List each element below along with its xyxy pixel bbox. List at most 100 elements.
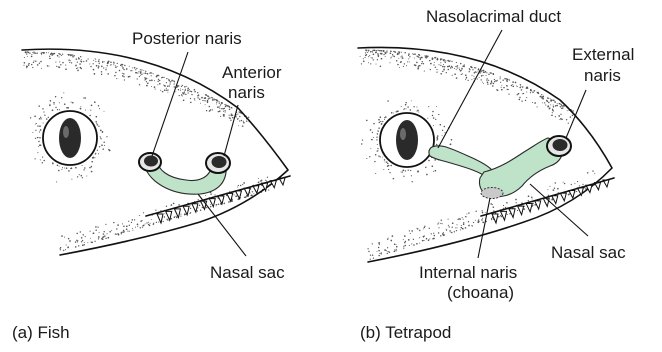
stipple-dot xyxy=(369,156,370,157)
stipple-dot xyxy=(162,91,164,93)
stipple-dot xyxy=(571,184,572,185)
stipple-dot xyxy=(380,116,382,118)
stipple-dot xyxy=(488,80,489,81)
stipple-dot xyxy=(107,63,108,64)
stipple-dot xyxy=(555,105,557,107)
stipple-dot xyxy=(139,84,140,85)
stipple-dot xyxy=(373,53,375,55)
stipple-dot xyxy=(253,193,254,194)
stipple-dot xyxy=(554,188,555,189)
stipple-dot xyxy=(103,67,104,68)
stipple-dot xyxy=(528,195,530,197)
stipple-dot xyxy=(381,124,382,125)
stipple-dot xyxy=(35,158,36,159)
stipple-dot xyxy=(117,233,118,234)
stipple-dot xyxy=(90,231,91,232)
stipple-dot xyxy=(132,230,133,231)
stipple-dot xyxy=(394,56,395,57)
stipple-dot xyxy=(408,55,409,56)
stipple-dot xyxy=(564,183,565,184)
stipple-dot xyxy=(80,108,82,110)
stipple-dot xyxy=(146,222,147,223)
stipple-dot xyxy=(472,225,473,226)
stipple-dot xyxy=(78,245,79,246)
stipple-dot xyxy=(482,82,483,83)
stipple-dot xyxy=(404,235,406,237)
stipple-dot xyxy=(433,117,435,119)
stipple-dot xyxy=(168,89,169,90)
stipple-dot xyxy=(473,222,474,223)
stipple-dot xyxy=(211,97,212,98)
stipple-dot xyxy=(545,105,546,106)
stipple-dot xyxy=(98,67,100,69)
stipple-dot xyxy=(438,227,439,228)
stipple-dot xyxy=(163,221,164,222)
stipple-dot xyxy=(49,105,51,107)
stipple-dot xyxy=(101,74,102,75)
stipple-dot xyxy=(377,50,378,51)
stipple-dot xyxy=(161,77,162,78)
stipple-dot xyxy=(436,71,437,72)
stipple-dot xyxy=(500,82,501,83)
stipple-dot xyxy=(559,103,561,105)
stipple-dot xyxy=(189,213,190,214)
stipple-dot xyxy=(189,89,190,90)
stipple-dot xyxy=(478,71,479,72)
stipple-dot xyxy=(383,50,385,52)
stipple-dot xyxy=(456,230,457,231)
stipple-dot xyxy=(28,52,29,53)
stipple-dot xyxy=(432,57,433,58)
stipple-dot xyxy=(461,69,462,70)
stipple-dot xyxy=(389,172,390,173)
stipple-dot xyxy=(553,104,554,105)
stipple-dot xyxy=(547,97,548,98)
stipple-dot xyxy=(99,59,100,60)
stipple-dot xyxy=(418,66,420,68)
stipple-dot xyxy=(117,224,119,226)
stipple-dot xyxy=(141,74,142,75)
stipple-dot xyxy=(550,100,552,102)
stipple-dot xyxy=(163,84,164,85)
stipple-dot xyxy=(169,83,170,84)
stipple-dot xyxy=(98,105,99,106)
stipple-dot xyxy=(126,68,128,70)
stipple-dot xyxy=(482,218,483,219)
stipple-dot xyxy=(153,73,154,74)
stipple-dot xyxy=(431,165,433,167)
stipple-dot xyxy=(146,81,147,82)
stipple-dot xyxy=(93,63,94,64)
stipple-dot xyxy=(221,108,222,109)
stipple-dot xyxy=(158,79,159,80)
stipple-dot xyxy=(176,217,178,219)
stipple-dot xyxy=(436,69,437,70)
stipple-dot xyxy=(115,66,117,68)
stipple-dot xyxy=(559,119,560,120)
stipple-dot xyxy=(372,254,373,255)
stipple-dot xyxy=(76,58,78,60)
stipple-dot xyxy=(498,216,500,218)
stipple-dot xyxy=(400,56,401,57)
fish-caption: (a) Fish xyxy=(12,323,70,342)
stipple-dot xyxy=(229,201,230,202)
stipple-dot xyxy=(184,91,185,92)
stipple-dot xyxy=(143,224,144,225)
stipple-dot xyxy=(198,94,199,95)
stipple-dot xyxy=(171,204,173,206)
stipple-dot xyxy=(507,214,508,215)
stipple-dot xyxy=(104,235,106,237)
stipple-dot xyxy=(96,116,98,118)
stipple-dot xyxy=(140,69,141,70)
stipple-dot xyxy=(463,66,464,67)
stipple-dot xyxy=(406,65,407,66)
stipple-dot xyxy=(153,223,155,225)
stipple-dot xyxy=(408,239,410,241)
stipple-dot xyxy=(452,227,453,228)
stipple-dot xyxy=(50,100,52,102)
stipple-dot xyxy=(493,206,495,208)
stipple-dot xyxy=(187,90,188,91)
stipple-dot xyxy=(444,234,445,235)
stipple-dot xyxy=(403,239,404,240)
stipple-dot xyxy=(197,97,198,98)
stipple-dot xyxy=(72,54,73,55)
stipple-dot xyxy=(49,104,50,105)
